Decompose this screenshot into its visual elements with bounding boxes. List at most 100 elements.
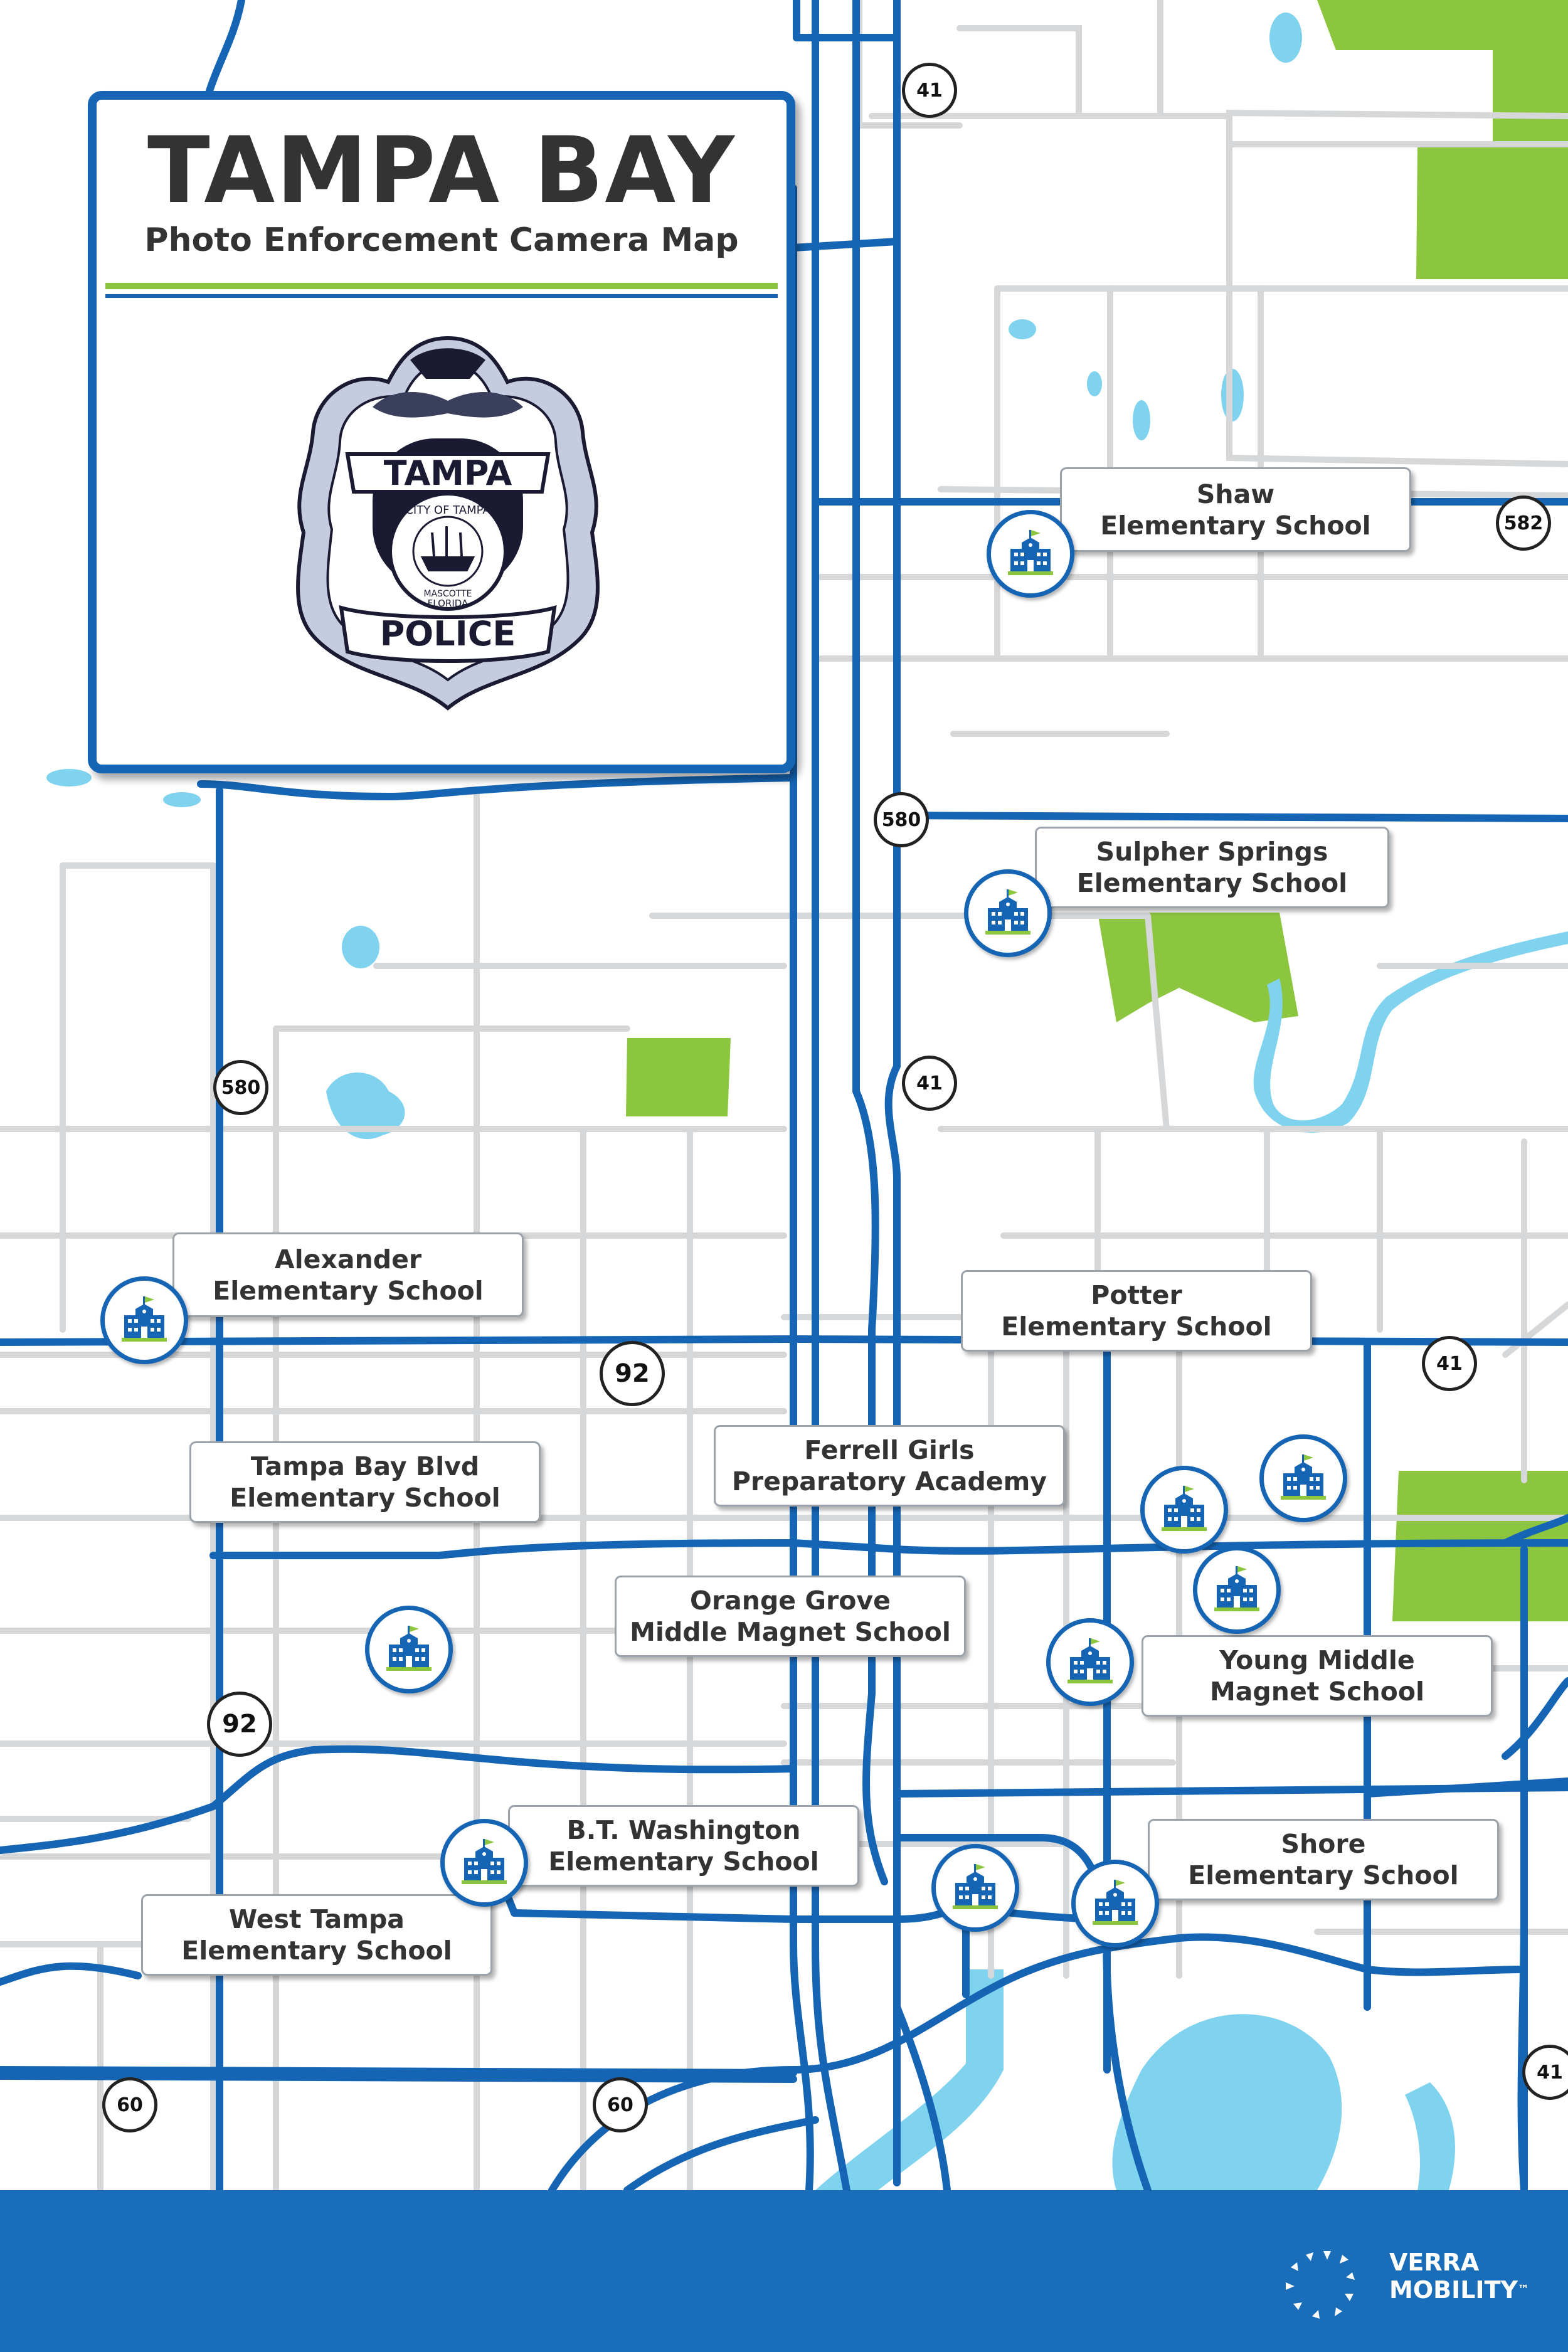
callout-young-line-1: Young Middle — [1219, 1645, 1415, 1675]
page-title: TAMPA BAY — [147, 117, 736, 224]
route-shield-580: 580 — [213, 1060, 268, 1115]
school-icon — [985, 889, 1030, 935]
school-icon — [1281, 1454, 1326, 1500]
badge-state-text: FLORIDA — [428, 598, 469, 609]
page-subtitle: Photo Enforcement Camera Map — [144, 221, 739, 259]
callout-sulpher-line-1: Sulpher Springs — [1096, 837, 1328, 867]
school-icon — [1214, 1566, 1259, 1611]
marker-shore[interactable] — [1071, 1860, 1159, 1947]
pond-6 — [163, 792, 201, 807]
callout-tampabay-line-1: Tampa Bay Blvd — [250, 1451, 480, 1481]
callout-young-line-2: Magnet School — [1209, 1677, 1425, 1707]
verra-mobility-icon — [1286, 2251, 1355, 2319]
school-icon — [386, 1626, 432, 1671]
marker-alexander[interactable] — [100, 1276, 188, 1364]
marker-orangegrove[interactable] — [1046, 1618, 1134, 1706]
callout-westtampa-line-1: West Tampa — [229, 1904, 405, 1934]
callout-ferrell-line-2: Preparatory Academy — [731, 1466, 1047, 1496]
route-shield-41: 41 — [1422, 1336, 1477, 1391]
route-shield-41: 41 — [902, 63, 957, 118]
park-central — [626, 1038, 731, 1116]
route-shield-582: 582 — [1496, 495, 1551, 551]
school-icon — [1008, 530, 1053, 575]
bay-east — [1112, 2014, 1342, 2190]
callout-potter-line-2: Elementary School — [1001, 1311, 1272, 1342]
brand-name: VERRA MOBILITY™ — [1389, 2249, 1529, 2304]
school-icon — [1093, 1880, 1138, 1925]
callout-potter-line-1: Potter — [1091, 1280, 1182, 1310]
callout-shore-line-1: Shore — [1281, 1829, 1366, 1859]
callout-orangegrove-line-2: Middle Magnet School — [630, 1617, 951, 1647]
callout-orangegrove-line-1: Orange Grove — [690, 1586, 891, 1616]
brand-line-2-text: MOBILITY — [1389, 2276, 1518, 2304]
channel-east — [1405, 2082, 1455, 2190]
callout-alexander-line-1: Alexander — [274, 1244, 422, 1274]
callout-ferrell-line-1: Ferrell Girls — [804, 1435, 975, 1465]
parks — [626, 0, 1568, 1621]
marker-young[interactable] — [1193, 1546, 1281, 1634]
route-shield-41: 41 — [902, 1056, 957, 1111]
marker-btwashington[interactable] — [931, 1844, 1019, 1932]
callout-btwashington-line-1: B.T. Washington — [566, 1815, 801, 1845]
callout-shaw-line-1: Shaw — [1196, 479, 1275, 509]
title-rule-blue — [105, 294, 778, 298]
brand-trademark: ™ — [1518, 2283, 1530, 2296]
school-icon — [122, 1296, 167, 1342]
badge-ring-text: CITY OF TAMPA — [405, 504, 490, 517]
marker-sulpher[interactable] — [964, 869, 1052, 957]
marker-tampabay[interactable] — [365, 1606, 453, 1693]
route-shield-60: 60 — [102, 2077, 157, 2132]
route-shield-580: 580 — [874, 792, 929, 847]
route-shield-41: 41 — [1522, 2045, 1568, 2100]
school-icon — [953, 1864, 998, 1909]
callout-btwashington-line-2: Elementary School — [548, 1846, 819, 1877]
lake-north — [1269, 13, 1302, 63]
title-rule-green — [105, 283, 778, 289]
badge-city-text: MASCOTTE — [423, 589, 472, 599]
route-shield-92: 92 — [600, 1341, 665, 1406]
park-northeast-2 — [1416, 151, 1568, 279]
route-shield-60: 60 — [593, 2077, 648, 2132]
callout-sulpher-line-2: Elementary School — [1076, 868, 1348, 898]
callout-alexander-line-2: Elementary School — [213, 1275, 484, 1306]
route-shield-92: 92 — [207, 1692, 272, 1757]
school-icon — [1067, 1638, 1113, 1683]
police-badge-logo: TAMPA CITY OF TAMPA MASCOTTE FLORIDA POL… — [296, 336, 600, 711]
pond-5 — [46, 769, 92, 787]
brand-line-1: VERRA — [1389, 2249, 1480, 2276]
title-panel: TAMPA BAY Photo Enforcement Camera Map T… — [88, 91, 795, 773]
callout-shaw-line-2: Elementary School — [1100, 510, 1371, 541]
callout-westtampa-line-2: Elementary School — [181, 1936, 452, 1966]
marker-westtampa[interactable] — [440, 1819, 528, 1907]
callout-tampabay-line-2: Elementary School — [230, 1483, 501, 1513]
lake-west — [326, 1073, 405, 1140]
badge-top-text: TAMPA — [384, 453, 512, 493]
badge-bottom-text: POLICE — [380, 614, 516, 654]
pond-3 — [1133, 400, 1150, 440]
marker-potter[interactable] — [1259, 1434, 1347, 1522]
callout-shore-line-2: Elementary School — [1188, 1860, 1459, 1890]
marker-shaw[interactable] — [987, 510, 1074, 598]
school-icon — [462, 1839, 507, 1884]
river — [1253, 931, 1568, 1133]
marker-ferrell[interactable] — [1140, 1466, 1228, 1554]
pond-2 — [1087, 371, 1102, 396]
footer-band — [0, 2190, 1568, 2352]
school-icon — [1162, 1486, 1207, 1531]
pond-1 — [1009, 319, 1036, 339]
park-springs — [1098, 913, 1298, 1022]
pond-west — [342, 926, 379, 968]
brand-line-2: MOBILITY™ — [1389, 2276, 1529, 2304]
